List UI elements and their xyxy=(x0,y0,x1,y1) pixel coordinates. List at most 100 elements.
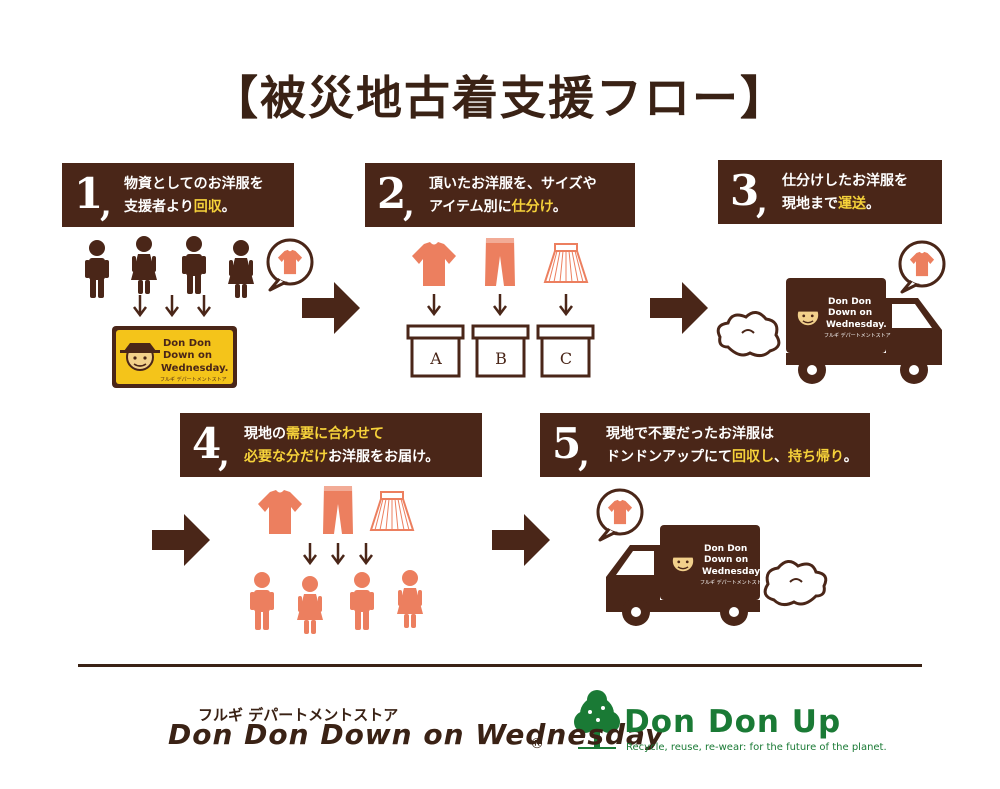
step-text-segment: 、 xyxy=(774,449,788,465)
step-line-1: 仕分けしたお洋服を xyxy=(782,170,908,193)
down-arrow-icon xyxy=(164,293,180,317)
highlight-text: 運送 xyxy=(838,196,866,212)
down-arrow-icon xyxy=(558,292,574,316)
step-line-1: 現地の需要に合わせて xyxy=(244,423,439,446)
man-icon xyxy=(250,572,274,630)
delivery-truck-icon: Don Don Down on Wednesday. フルギ デパートメントスト… xyxy=(786,278,942,384)
woman-icon xyxy=(131,236,157,294)
truck-logo-line-1: Don Don xyxy=(828,297,871,307)
step-text-segment: 現地まで xyxy=(782,196,838,212)
step-text-segment: 。 xyxy=(843,449,858,465)
badge-sub: フルギ デパートメントストア xyxy=(160,376,227,383)
highlight-text: 持ち帰り xyxy=(788,449,844,465)
man-icon xyxy=(350,572,374,630)
down-arrows-step1 xyxy=(132,293,212,317)
step-text-segment: 。 xyxy=(221,199,236,215)
step-text-segment: お洋服をお届け。 xyxy=(328,449,440,465)
dondonup-tagline: Recycle, reuse, re-wear: for the future … xyxy=(626,742,887,753)
step-number: 1 xyxy=(74,169,104,218)
footer-divider xyxy=(78,664,922,667)
down-arrow-icon xyxy=(426,292,442,316)
step-text: 頂いたお洋服を、サイズや アイテム別に仕分け。 xyxy=(429,173,597,219)
highlight-text: 需要に合わせて xyxy=(286,426,384,442)
step-line-2: アイテム別に仕分け。 xyxy=(429,196,597,219)
man-icon xyxy=(182,236,206,294)
step-1-box: 1 , 物資としてのお洋服を 支援者より回収。 xyxy=(62,163,294,227)
step-number: 3 xyxy=(730,166,760,215)
step-text: 物資としてのお洋服を 支援者より回収。 xyxy=(124,173,264,219)
step-line-2: 必要な分だけお洋服をお届け。 xyxy=(244,446,439,469)
woman-icon xyxy=(397,570,423,628)
step-comma: , xyxy=(100,185,112,225)
recipients-group xyxy=(250,570,423,634)
highlight-text: 回収し xyxy=(732,449,774,465)
step-line-2: ドンドンアップにて回収し、持ち帰り。 xyxy=(606,446,858,469)
sort-box-a xyxy=(406,324,465,378)
truck-logo-line-3: Wednesday. xyxy=(702,567,763,577)
down-arrow-icon xyxy=(132,293,148,317)
shirt-icon xyxy=(412,242,456,286)
step-2-box: 2 , 頂いたお洋服を、サイズや アイテム別に仕分け。 xyxy=(365,163,635,227)
shirt-bubble-icon xyxy=(900,242,944,292)
flow-arrow-icon xyxy=(492,514,550,566)
step-text-segment: 仕分けしたお洋服を xyxy=(782,173,908,189)
sort-box-b xyxy=(471,324,530,378)
step-5-box: 5 , 現地で不要だったお洋服は ドンドンアップにて回収し、持ち帰り。 xyxy=(540,413,870,477)
highlight-text: 回収 xyxy=(193,199,222,215)
shirt-bubble-icon xyxy=(598,490,642,540)
truck-logo-line-2: Down on xyxy=(704,555,748,565)
step-3-box: 3 , 仕分けしたお洋服を 現地まで運送。 xyxy=(718,160,942,224)
box-label: B xyxy=(495,349,507,368)
woman-icon xyxy=(228,240,254,298)
box-label: A xyxy=(429,349,442,368)
step-line-2: 現地まで運送。 xyxy=(782,193,908,216)
skirt-icon xyxy=(544,243,588,283)
step-comma: , xyxy=(756,182,768,222)
highlight-text: 仕分け xyxy=(511,199,553,215)
box-label: C xyxy=(560,349,572,368)
step-text-segment: 。 xyxy=(552,199,567,215)
truck-logo-line-1: Don Don xyxy=(704,544,747,554)
truck-logo-line-2: Down on xyxy=(828,308,872,318)
step-number: 4 xyxy=(192,419,222,468)
flow-arrow-icon xyxy=(152,514,210,566)
step-line-1: 物資としてのお洋服を xyxy=(124,173,264,196)
badge-line-1: Don Don xyxy=(163,338,211,349)
step-text-segment: 現地の xyxy=(244,426,286,442)
step-comma: , xyxy=(218,435,230,475)
man-icon xyxy=(85,240,109,298)
down-arrow-icon xyxy=(196,293,212,317)
step-number: 5 xyxy=(552,419,582,468)
tree-logo-icon xyxy=(574,690,620,749)
step-text-segment: 支援者より xyxy=(124,199,194,215)
step-text: 仕分けしたお洋服を 現地まで運送。 xyxy=(782,170,908,216)
down-arrow-icon xyxy=(492,292,508,316)
shirt-icon xyxy=(258,490,302,534)
step-text-segment: 頂いたお洋服を、サイズや xyxy=(429,176,597,192)
step-text-segment: 。 xyxy=(866,196,880,212)
step-text: 現地の需要に合わせて 必要な分だけお洋服をお届け。 xyxy=(244,423,439,469)
skirt-icon xyxy=(370,491,414,531)
step-4-box: 4 , 現地の需要に合わせて 必要な分だけお洋服をお届け。 xyxy=(180,413,482,477)
down-arrow-icon xyxy=(302,541,318,565)
pants-icon xyxy=(485,238,515,286)
woman-icon xyxy=(297,576,323,634)
highlight-text: 必要な分だけ xyxy=(244,449,328,465)
sort-boxes xyxy=(406,324,595,378)
flow-arrow-icon xyxy=(302,282,360,334)
dondonup-logo-title: Don Don Up xyxy=(624,704,842,740)
registered-mark: ® xyxy=(530,736,544,752)
step-text-segment: 現地で不要だったお洋服は xyxy=(606,426,774,442)
truck-logo-line-3: Wednesday. xyxy=(826,320,887,330)
pants-icon xyxy=(323,486,353,534)
down-arrow-icon xyxy=(358,541,374,565)
flow-arrow-icon xyxy=(650,282,708,334)
step-line-2: 支援者より回収。 xyxy=(124,196,264,219)
step-comma: , xyxy=(578,435,590,475)
badge-line-2: Down on xyxy=(163,350,212,361)
truck-logo-sub: フルギ デパートメントストア xyxy=(824,332,891,339)
donors-group xyxy=(85,236,254,298)
step-text-segment: 物資としてのお洋服を xyxy=(124,176,264,192)
step-number: 2 xyxy=(377,169,407,218)
